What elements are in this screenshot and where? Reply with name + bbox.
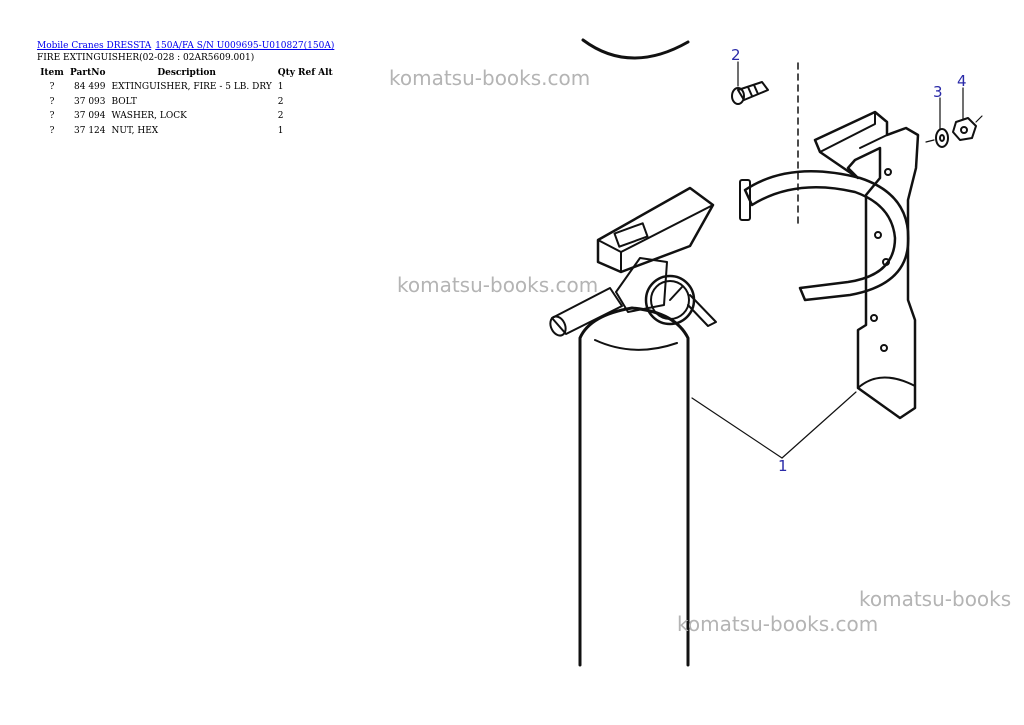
table-row: ? 37 124 NUT, HEX 1 — [37, 124, 336, 139]
callout-4: 4 — [957, 72, 967, 90]
breadcrumb-link-serial[interactable]: 150A/FA S/N U009695-U010827(150A) — [155, 41, 335, 51]
col-partno: PartNo — [70, 68, 106, 78]
watermark: komatsu-books — [859, 587, 1012, 611]
col-alt: Alt — [318, 68, 333, 78]
table-row: ? 37 093 BOLT 2 — [37, 95, 336, 110]
table-row: ? 84 499 EXTINGUISHER, FIRE - 5 LB. DRY … — [37, 80, 336, 95]
mounting-bracket-drawing — [739, 110, 920, 420]
col-item: Item — [40, 68, 64, 78]
cell-partno: 37 094 — [74, 111, 106, 121]
cell-qty: 1 — [277, 125, 284, 136]
cell-description: EXTINGUISHER, FIRE - 5 LB. DRY — [111, 82, 272, 92]
cell-description: WASHER, LOCK — [111, 111, 187, 121]
washer-drawing — [935, 128, 949, 148]
callout-1: 1 — [778, 457, 788, 475]
cell-item: ? — [49, 111, 55, 121]
cell-description: NUT, HEX — [111, 125, 159, 136]
col-description: Description — [157, 68, 216, 78]
fire-extinguisher-drawing — [549, 186, 717, 667]
cell-partno: 84 499 — [74, 82, 106, 92]
callout-3: 3 — [933, 83, 943, 101]
cell-partno: 37 124 — [74, 125, 106, 136]
nut-drawing — [952, 117, 977, 141]
cell-qty: 1 — [277, 82, 284, 92]
cell-item: ? — [49, 125, 55, 136]
watermark: komatsu-books.com — [677, 612, 879, 636]
cell-item: ? — [49, 82, 55, 92]
table-header-row: Item PartNo Description Qty Ref Alt — [37, 66, 336, 80]
cell-qty: 2 — [277, 96, 284, 107]
breadcrumb-link-model[interactable]: Mobile Cranes DRESSTA — [37, 41, 152, 51]
cell-item: ? — [49, 96, 55, 107]
bolt-drawing — [731, 81, 769, 105]
cell-description: BOLT — [111, 96, 137, 107]
cell-qty: 2 — [277, 111, 284, 121]
col-qty: Qty — [277, 68, 296, 78]
leader-lines — [691, 61, 983, 459]
cell-partno: 37 093 — [74, 96, 106, 107]
table-row: ? 37 094 WASHER, LOCK 2 — [37, 109, 336, 124]
parts-table: Item PartNo Description Qty Ref Alt ? 84… — [37, 66, 336, 138]
callout-2: 2 — [731, 46, 741, 64]
watermark: komatsu-books.com — [389, 66, 591, 90]
watermark: komatsu-books.com — [397, 273, 599, 297]
page-subtitle: FIRE EXTINGUISHER(02-028 : 02AR5609.001) — [37, 53, 255, 63]
col-ref: Ref — [298, 68, 316, 78]
diagram-arc — [581, 38, 690, 60]
